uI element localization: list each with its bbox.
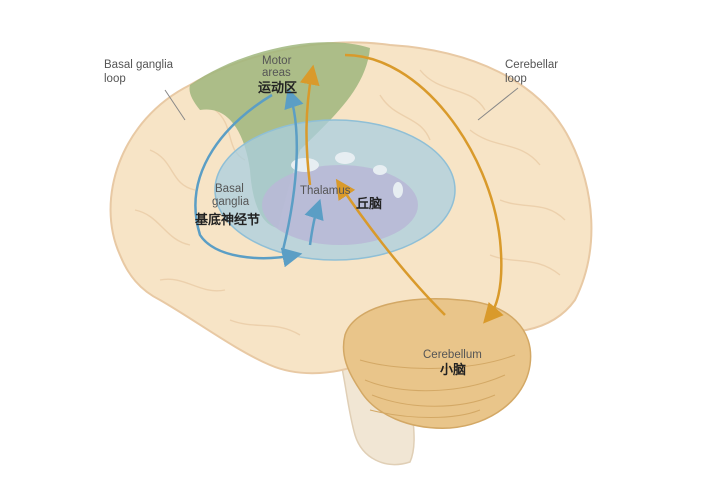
cerebellum-label-cn: 小脑 (440, 362, 466, 378)
cerebellum-folia (359, 354, 516, 418)
basal-ganglia-label-line2: ganglia (212, 196, 250, 208)
cerebellar-loop-label-line2: loop (505, 73, 527, 85)
motor-areas-label-line2: areas (262, 67, 291, 79)
thalamus-label-cn: 丘脑 (356, 196, 382, 212)
cortex-gyri (134, 69, 566, 336)
basal-ganglia-label-line1: Basal (215, 183, 244, 195)
basal-ganglia-loop-label-line1: Basal ganglia (104, 59, 174, 71)
ventricle-openings (291, 152, 403, 198)
cerebellar-loop-leader (477, 87, 519, 121)
thalamus-label: Thalamus (300, 185, 351, 197)
basal-ganglia-label-cn: 基底神经节 (194, 212, 260, 228)
basal-ganglia-loop-label-line2: loop (104, 73, 126, 85)
motor-areas-label-line1: Motor (262, 55, 292, 67)
cerebellum-label: Cerebellum (423, 349, 482, 361)
basal-ganglia-loop-arrows (194, 87, 324, 268)
basal-ganglia-loop-leader (164, 89, 186, 121)
cerebellar-loop-arrows (299, 53, 504, 324)
motor-areas-label-cn: 运动区 (258, 81, 297, 96)
cerebellar-loop-label-line1: Cerebellar (505, 59, 558, 71)
thalamus-core (262, 165, 418, 245)
